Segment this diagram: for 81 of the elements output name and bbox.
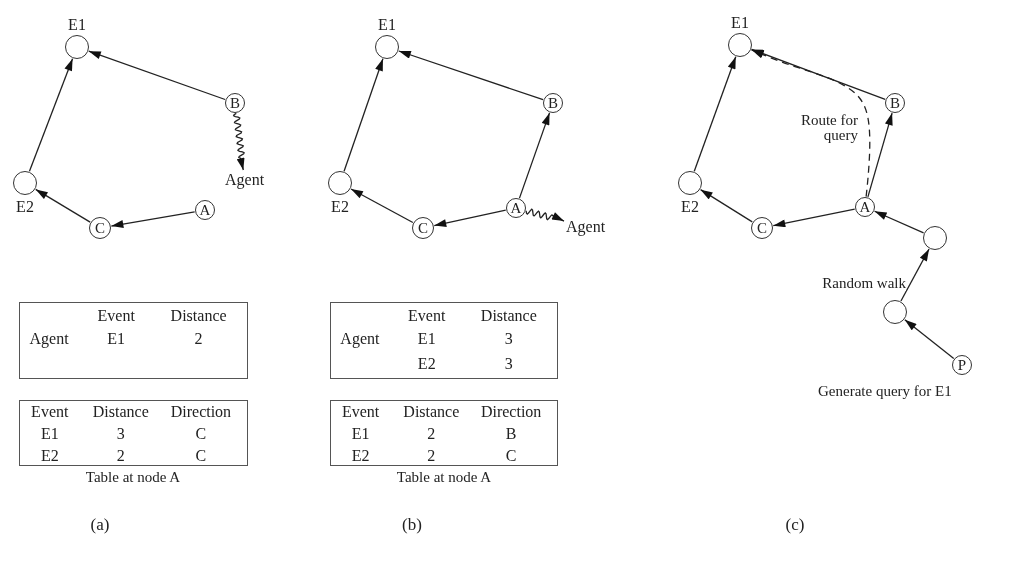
node-circle: A — [506, 198, 526, 218]
table-cell: C — [195, 426, 207, 442]
arrow — [867, 112, 893, 198]
arrow — [772, 208, 856, 228]
arrow — [398, 50, 544, 101]
table-cell: Agent — [340, 331, 380, 347]
arrow — [900, 248, 930, 302]
panel-label: (b) — [402, 516, 422, 533]
table-cell: B — [505, 426, 517, 442]
arrow — [873, 210, 925, 234]
node-label: E2 — [680, 199, 700, 215]
node-caption: Generate query for E1 — [818, 384, 952, 399]
table-cell: Agent — [29, 331, 69, 347]
arrow — [433, 209, 507, 227]
table-panel — [330, 400, 558, 466]
empty-circle — [923, 226, 947, 250]
table-cell: E2 — [351, 448, 370, 464]
node-circle: C — [412, 217, 434, 239]
node-circle: B — [225, 93, 245, 113]
arrow — [28, 58, 74, 172]
arrow — [525, 208, 565, 222]
arrow — [350, 188, 414, 224]
table-cell: E2 — [417, 356, 436, 372]
panel-label: (a) — [90, 516, 110, 533]
table-caption: Table at node A — [85, 470, 181, 485]
arrow — [88, 50, 226, 101]
node-label: E1 — [730, 15, 750, 31]
node-circle: A — [195, 200, 215, 220]
table-panel — [19, 400, 248, 466]
table-cell: 2 — [427, 448, 436, 464]
table-caption: Table at node A — [396, 470, 492, 485]
node-circle: B — [885, 93, 905, 113]
node-label: E2 — [330, 199, 350, 215]
node-label: E2 — [15, 199, 35, 215]
node-label: E1 — [67, 17, 87, 33]
table-cell: 3 — [504, 356, 513, 372]
table-cell: E2 — [40, 448, 59, 464]
node-label: Agent — [224, 171, 266, 189]
node-circle: B — [543, 93, 563, 113]
table-panel — [330, 302, 558, 379]
node-label: Agent — [565, 218, 607, 236]
table-cell: E1 — [107, 331, 126, 347]
table-cell: 3 — [116, 426, 125, 442]
table-cell: E1 — [417, 331, 436, 347]
table-cell: E1 — [40, 426, 59, 442]
node-circle: A — [855, 197, 875, 217]
panel-label: (c) — [785, 516, 805, 533]
table-cell: 2 — [427, 426, 436, 442]
arrow — [110, 211, 196, 228]
table-cell: Event — [408, 308, 446, 324]
table-cell: Event — [97, 308, 135, 324]
table-cell: 3 — [504, 331, 513, 347]
edge-label: Route for query — [800, 113, 858, 143]
table-cell: Distance — [403, 404, 460, 420]
empty-circle — [883, 300, 907, 324]
table-cell: E1 — [351, 426, 370, 442]
table-cell: Distance — [170, 308, 227, 324]
arrow — [35, 188, 91, 223]
table-cell: Event — [31, 404, 69, 420]
arrow — [693, 56, 737, 172]
table-panel — [19, 302, 248, 379]
table-cell: Distance — [92, 404, 149, 420]
arrow — [232, 112, 245, 171]
table-cell: C — [505, 448, 517, 464]
node-label: E1 — [377, 17, 397, 33]
arrow — [518, 112, 551, 199]
table-cell: Direction — [480, 404, 542, 420]
table-cell: Direction — [170, 404, 232, 420]
table-cell: Distance — [480, 308, 537, 324]
arrow — [750, 49, 871, 198]
node-circle: C — [751, 217, 773, 239]
table-cell: 2 — [194, 331, 203, 347]
arrow — [343, 58, 384, 172]
table-cell: 2 — [116, 448, 125, 464]
node-circle: P — [952, 355, 972, 375]
arrow — [751, 48, 886, 100]
table-cell: Event — [341, 404, 380, 420]
table-cell: C — [195, 448, 207, 464]
arrow — [904, 319, 955, 360]
node-circle: C — [89, 217, 111, 239]
arrow — [699, 189, 753, 223]
